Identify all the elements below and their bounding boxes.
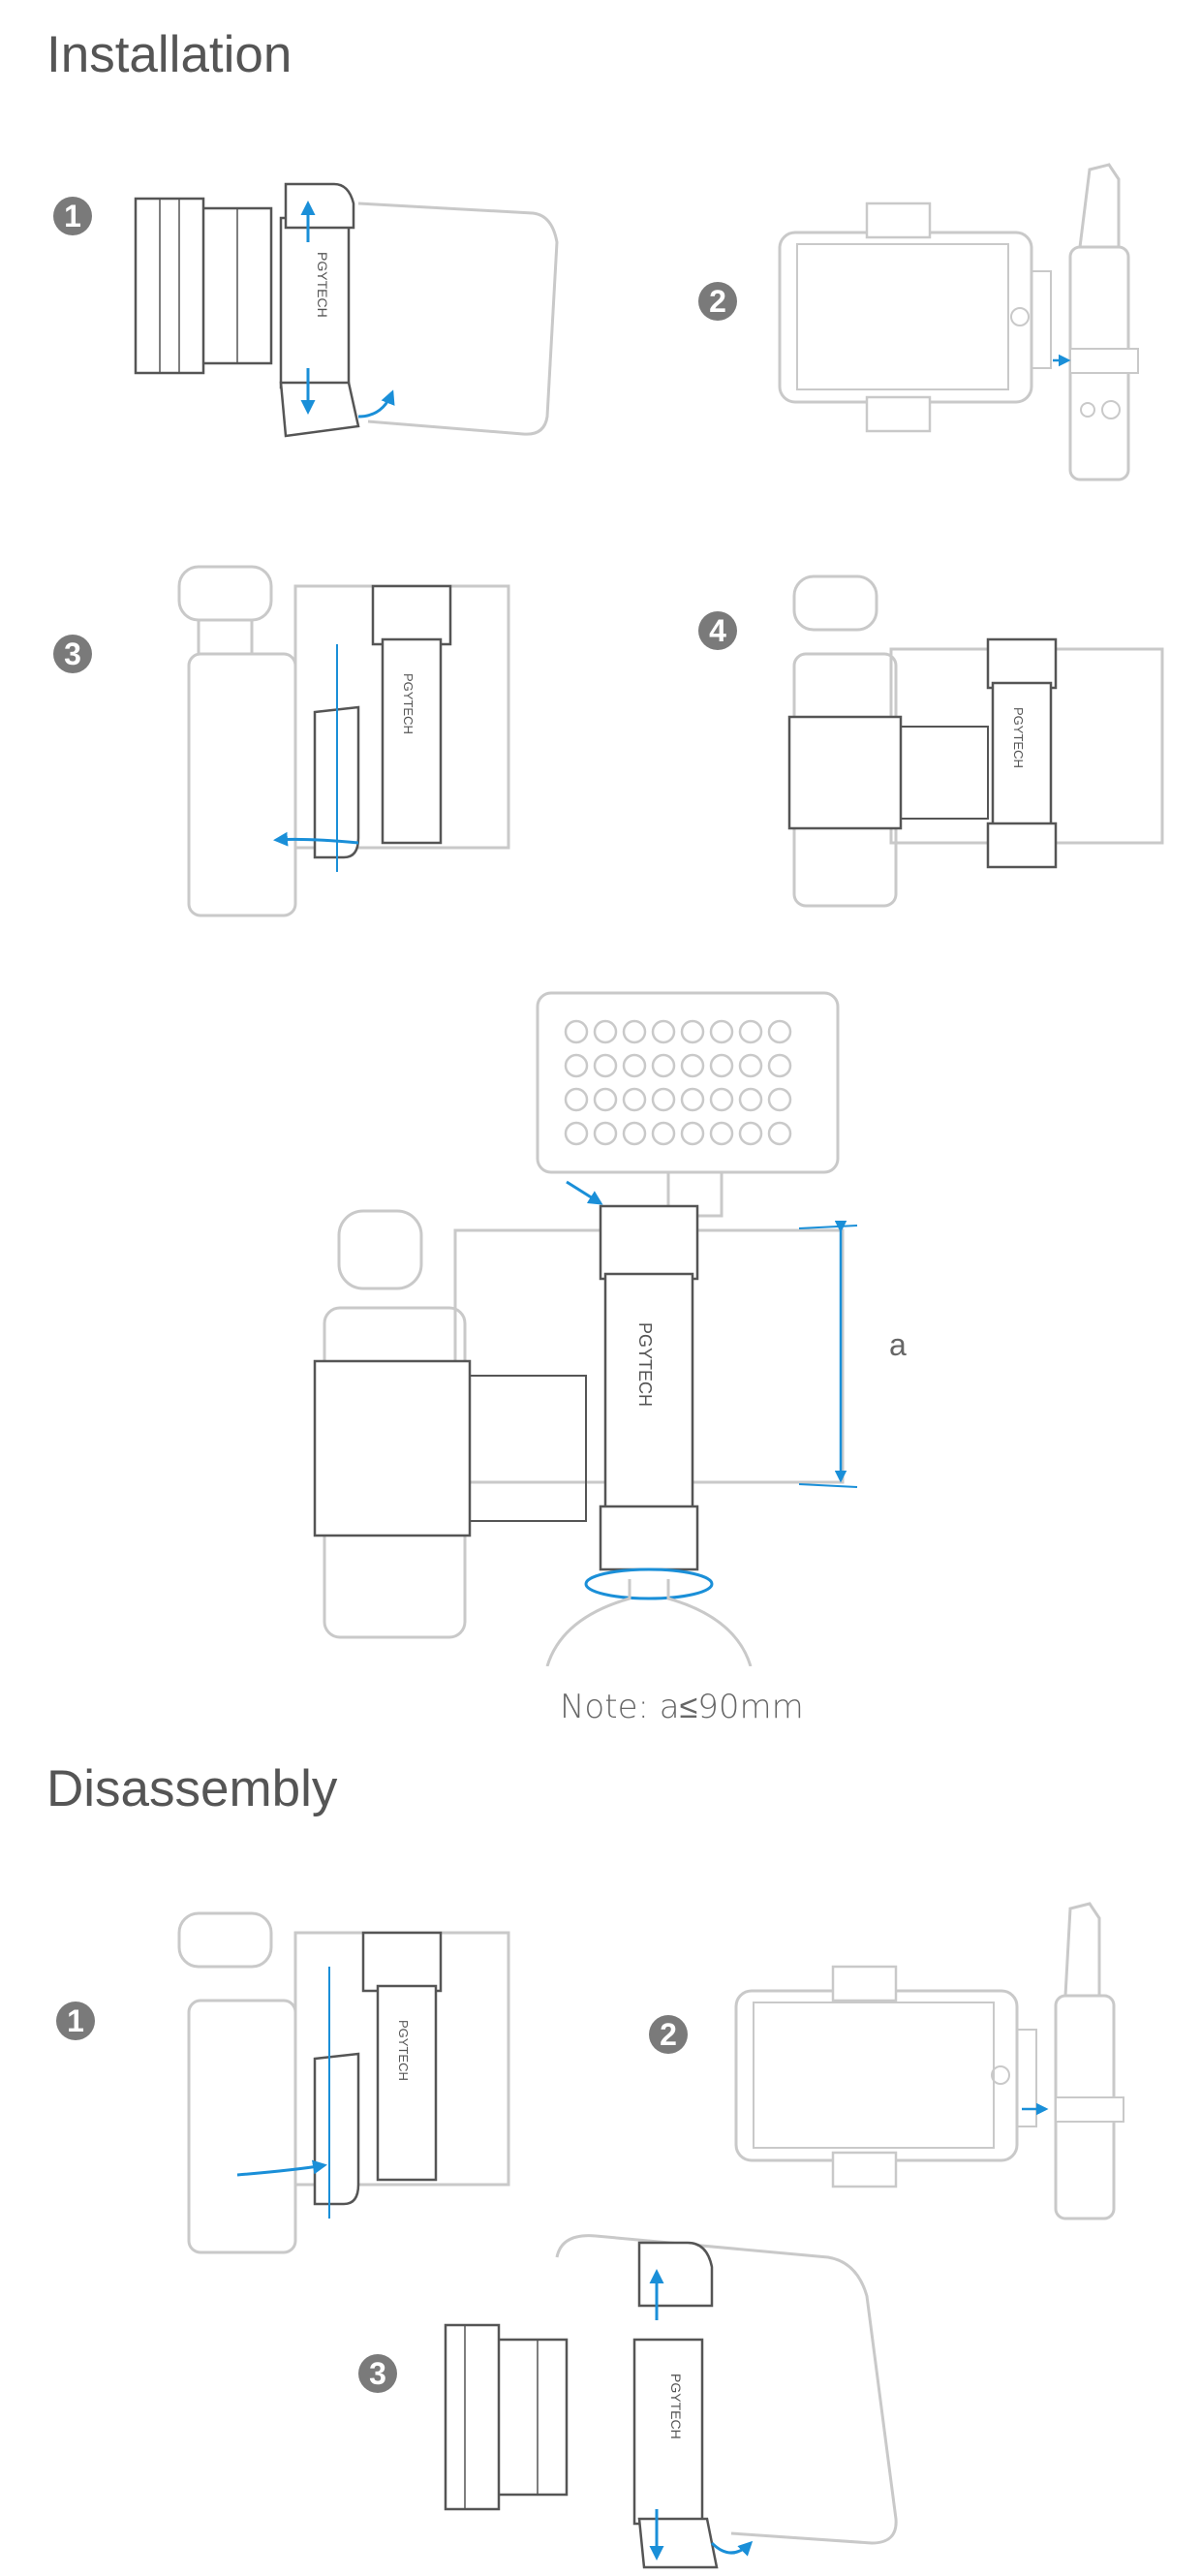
step-badge: 1 xyxy=(53,197,92,235)
step-badge: 3 xyxy=(358,2354,397,2393)
led-grid xyxy=(564,1019,792,1146)
dimension-label-a: a xyxy=(889,1327,907,1362)
step-badge: 1 xyxy=(56,2002,95,2040)
step-badge: 2 xyxy=(649,2015,688,2054)
install-step3-illustration: PGYTECH xyxy=(177,565,510,917)
step-badge: 3 xyxy=(53,635,92,673)
size-note: Note: a≤90mm xyxy=(560,1688,804,1726)
mount-light-illustration: PGYTECH xyxy=(313,991,858,1666)
step-badge: 2 xyxy=(698,282,737,321)
brand-logo: PGYTECH xyxy=(668,2374,684,2439)
install-step2-illustration xyxy=(778,163,1139,481)
brand-logo: PGYTECH xyxy=(396,2020,411,2081)
step-badge: 4 xyxy=(698,611,737,650)
install-step4-illustration: PGYTECH xyxy=(787,574,1164,908)
brand-logo: PGYTECH xyxy=(315,252,330,318)
brand-logo: PGYTECH xyxy=(1011,707,1026,768)
disassembly-step2-illustration xyxy=(734,1902,1124,2220)
brand-logo: PGYTECH xyxy=(401,673,416,734)
install-step1-illustration: PGYTECH xyxy=(134,182,559,438)
disassembly-step3-illustration: PGYTECH xyxy=(444,2234,898,2569)
disassembly-heading: Disassembly xyxy=(46,1760,338,1817)
brand-logo: PGYTECH xyxy=(635,1322,655,1407)
installation-heading: Installation xyxy=(46,26,293,83)
disassembly-step1-illustration: PGYTECH xyxy=(177,1911,510,2254)
